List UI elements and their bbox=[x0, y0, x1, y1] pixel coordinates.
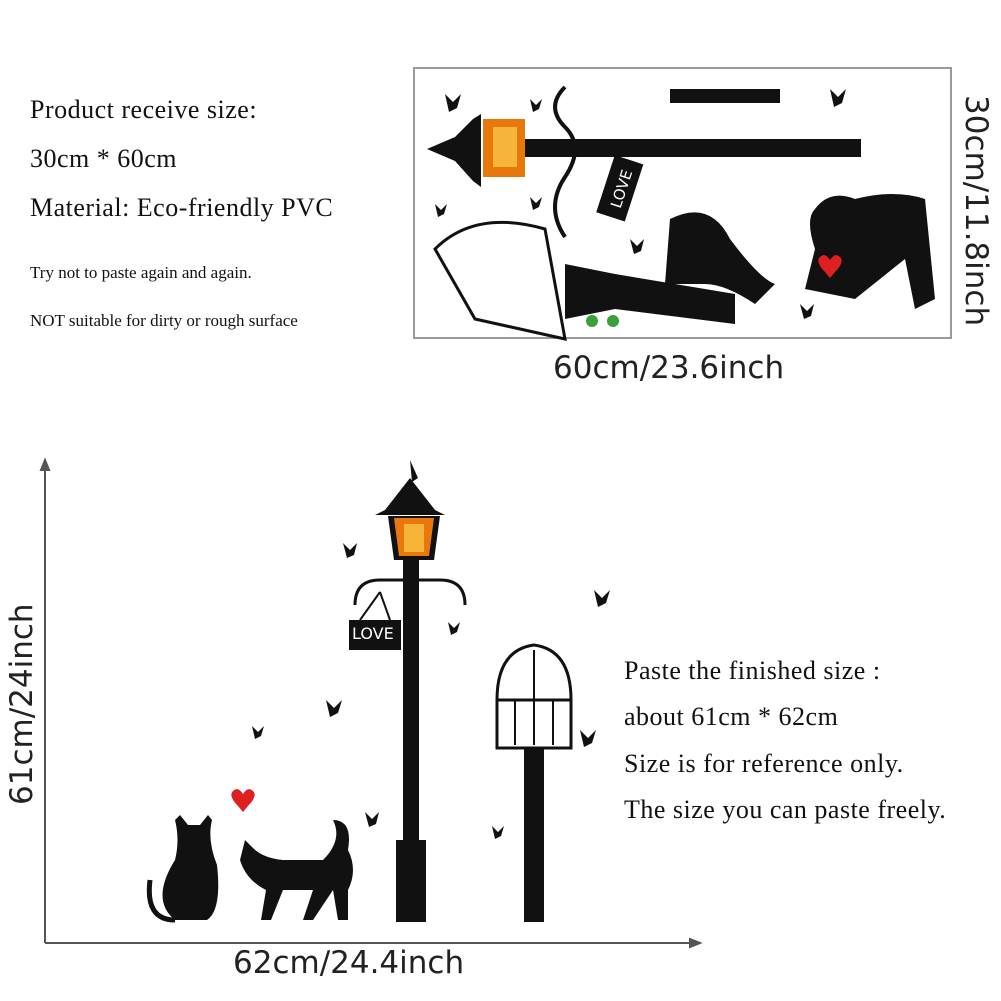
heart-icon bbox=[231, 789, 255, 812]
finished-width-label: 62cm/24.4inch bbox=[233, 945, 465, 981]
love-sign-text: LOVE bbox=[352, 624, 394, 643]
note-surface: NOT suitable for dirty or rough surface bbox=[30, 311, 298, 330]
birdcage-icon bbox=[433, 220, 567, 341]
cat-sitting-icon bbox=[665, 212, 775, 304]
heart-icon bbox=[818, 255, 842, 278]
lamp-head-icon bbox=[375, 478, 445, 515]
pvc-badge-icon bbox=[607, 315, 619, 327]
cat-walking-icon bbox=[805, 194, 935, 309]
receive-size-label: Product receive size: bbox=[30, 95, 258, 124]
eco-badge-icon bbox=[586, 315, 598, 327]
dimension-axes bbox=[39, 457, 703, 949]
birdcage-icon bbox=[495, 643, 573, 702]
finished-line-1: Paste the finished size : bbox=[624, 656, 881, 685]
lamp-head-icon bbox=[427, 114, 481, 187]
sticker-sheet: LOVE bbox=[413, 67, 952, 341]
sheet-width-label: 60cm/23.6inch bbox=[553, 350, 785, 386]
strip-piece bbox=[670, 89, 780, 103]
note-paste: Try not to paste again and again. bbox=[30, 263, 252, 282]
cat-walking-icon bbox=[240, 820, 353, 920]
material-text: Material: Eco-friendly PVC bbox=[30, 193, 334, 222]
finished-line-4: The size you can paste freely. bbox=[624, 795, 947, 824]
finished-line-3: Size is for reference only. bbox=[624, 749, 904, 778]
receive-size-value: 30cm * 60cm bbox=[30, 144, 178, 173]
sticker-sheet-art: LOVE bbox=[427, 85, 935, 341]
finished-height-label: 61cm/24inch bbox=[4, 603, 40, 805]
butterfly-icon bbox=[445, 94, 461, 112]
finished-line-2: about 61cm * 62cm bbox=[624, 702, 839, 731]
cat-sitting-icon bbox=[162, 815, 219, 920]
butterfly-icon bbox=[343, 543, 357, 558]
sheet-height-label: 30cm/11.8inch bbox=[958, 95, 994, 327]
lamp-glow bbox=[394, 518, 434, 556]
